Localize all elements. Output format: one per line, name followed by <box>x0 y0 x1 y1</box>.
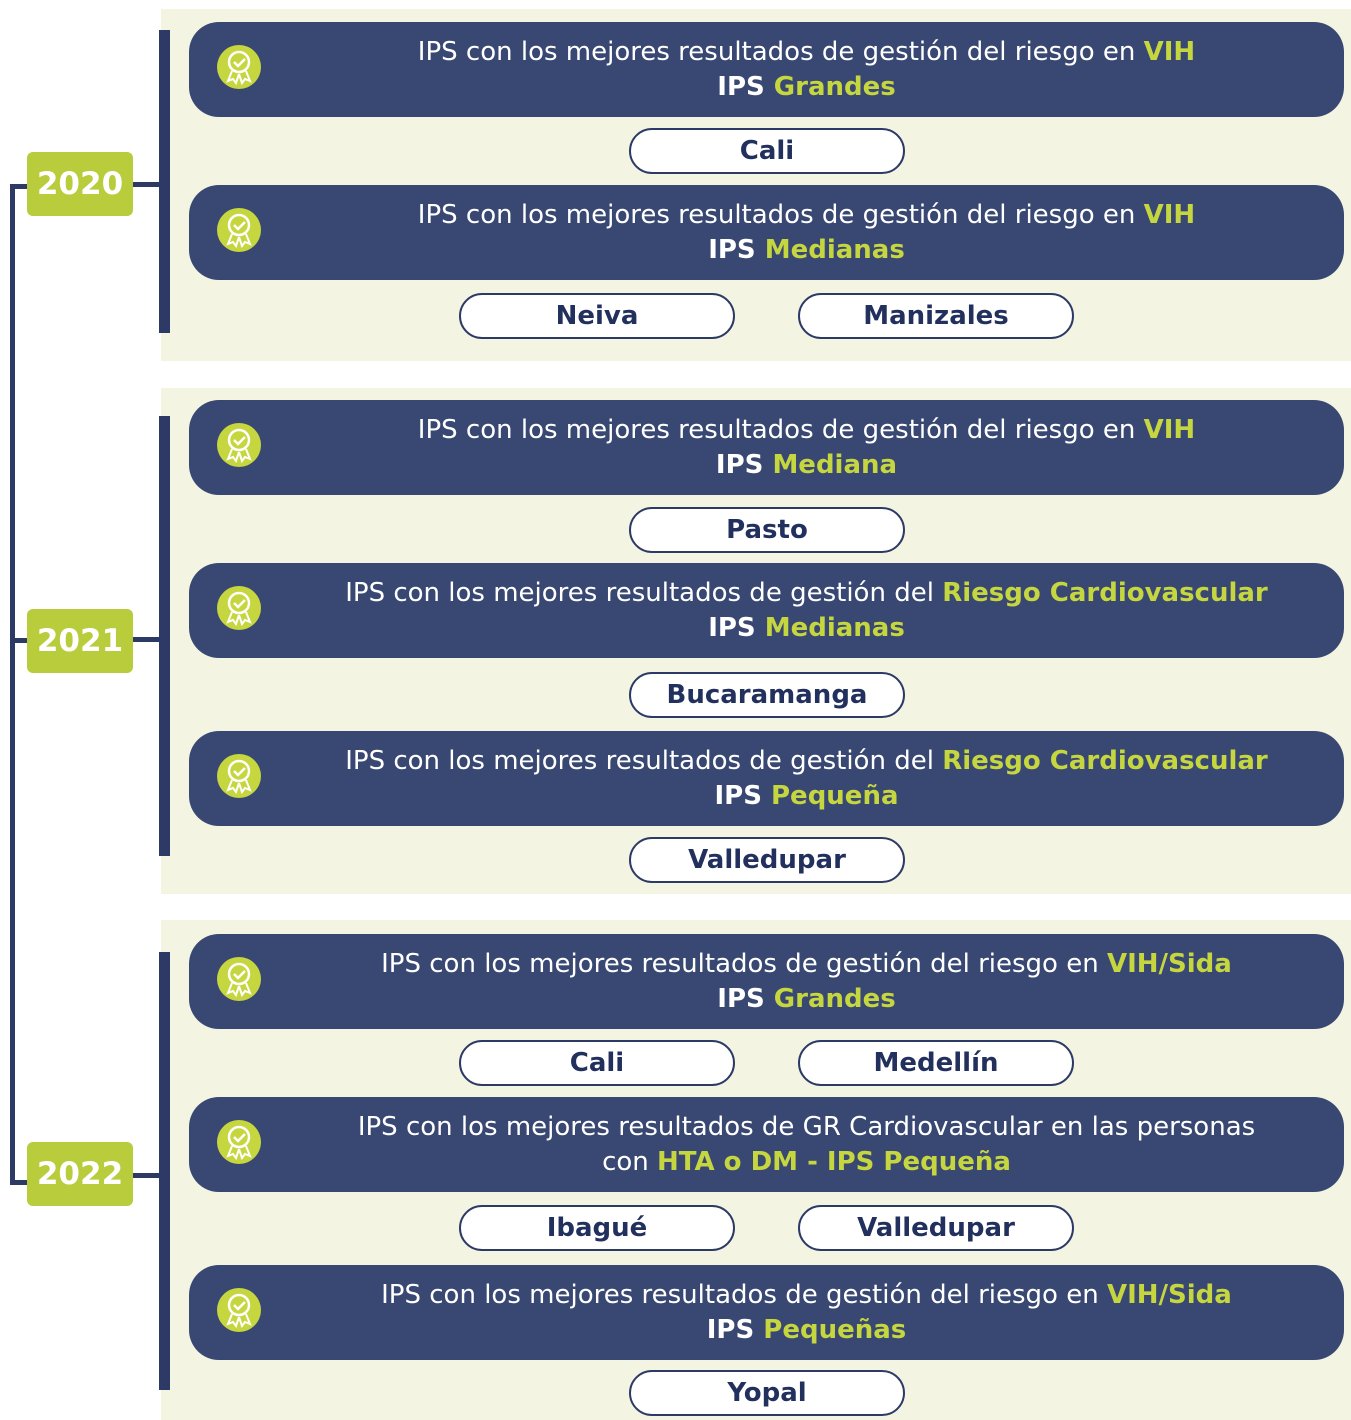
bracket-2022 <box>159 952 170 1390</box>
bracket-2020 <box>159 30 170 333</box>
award-line1-highlight: VIH/Sida <box>1106 948 1232 979</box>
award-line2-highlight: Pequeña <box>771 780 899 811</box>
award-badge-icon <box>217 1288 261 1332</box>
award-badge-icon <box>217 1120 261 1164</box>
award-line1-text: IPS con los mejores resultados de gestió… <box>381 1279 1107 1310</box>
award-line2-text: IPS <box>717 983 774 1014</box>
year-badge-2020: 2020 <box>27 152 133 216</box>
award-line1-highlight: VIH <box>1143 414 1196 445</box>
city-pill: Cali <box>459 1040 735 1086</box>
award-card: IPS con los mejores resultados de gestió… <box>189 185 1344 280</box>
timeline-connector-2021-right <box>130 637 163 642</box>
city-pill: Medellín <box>798 1040 1074 1086</box>
year-badge-2022: 2022 <box>27 1142 133 1206</box>
award-line1-highlight: Riesgo Cardiovascular <box>942 745 1268 776</box>
award-line1-text: IPS con los mejores resultados de GR Car… <box>357 1111 1256 1142</box>
award-line2-text: IPS <box>715 449 773 480</box>
award-line2-text: con <box>602 1146 658 1177</box>
award-line1-highlight: Riesgo Cardiovascular <box>942 577 1268 608</box>
city-pill: Valledupar <box>798 1205 1074 1251</box>
award-line1-text: IPS con los mejores resultados de gestió… <box>417 199 1144 230</box>
award-line1-text: IPS con los mejores resultados de gestió… <box>417 36 1144 67</box>
award-line2-text: IPS <box>717 71 774 102</box>
award-badge-icon <box>217 586 261 630</box>
award-line2-text: IPS <box>714 780 771 811</box>
city-pill: Yopal <box>629 1370 905 1416</box>
award-line1-text: IPS con los mejores resultados de gestió… <box>417 414 1144 445</box>
award-card: IPS con los mejores resultados de gestió… <box>189 22 1344 117</box>
award-badge-icon <box>217 45 261 89</box>
award-line1-highlight: VIH/Sida <box>1106 1279 1232 1310</box>
award-line2-text: IPS <box>706 1314 764 1345</box>
city-pill: Bucaramanga <box>629 672 905 718</box>
award-line1-text: IPS con los mejores resultados de gestió… <box>345 745 943 776</box>
award-badge-icon <box>217 754 261 798</box>
award-card: IPS con los mejores resultados de gestió… <box>189 934 1344 1029</box>
timeline-connector-2020-left <box>10 184 30 189</box>
bracket-2021 <box>159 416 170 856</box>
award-line2-highlight: Grandes <box>773 71 896 102</box>
award-card: IPS con los mejores resultados de gestió… <box>189 563 1344 658</box>
city-pill: Manizales <box>798 293 1074 339</box>
city-pill: Valledupar <box>629 837 905 883</box>
timeline-connector-2020-right <box>130 182 163 187</box>
award-line2-highlight: Medianas <box>764 612 905 643</box>
city-pill: Cali <box>629 128 905 174</box>
timeline-connector-2022-left <box>10 1180 30 1185</box>
timeline-connector-2021-left <box>10 638 30 643</box>
timeline-connector-2022-right <box>130 1173 163 1178</box>
award-line2-text: IPS <box>708 612 765 643</box>
city-pill: Ibagué <box>459 1205 735 1251</box>
award-line2-highlight: HTA o DM - IPS Pequeña <box>657 1146 1011 1177</box>
award-card: IPS con los mejores resultados de gestió… <box>189 731 1344 826</box>
award-line1-text: IPS con los mejores resultados de gestió… <box>381 948 1107 979</box>
award-card: IPS con los mejores resultados de GR Car… <box>189 1097 1344 1192</box>
year-badge-2021: 2021 <box>27 609 133 673</box>
award-line2-highlight: Medianas <box>764 234 905 265</box>
timeline-main-line <box>10 186 15 1184</box>
city-pill: Pasto <box>629 507 905 553</box>
award-line2-highlight: Pequeñas <box>763 1314 907 1345</box>
award-badge-icon <box>217 208 261 252</box>
award-line2-highlight: Grandes <box>773 983 896 1014</box>
city-pill: Neiva <box>459 293 735 339</box>
award-line2-text: IPS <box>708 234 765 265</box>
award-badge-icon <box>217 957 261 1001</box>
award-card: IPS con los mejores resultados de gestió… <box>189 400 1344 495</box>
award-line1-highlight: VIH <box>1143 199 1196 230</box>
award-badge-icon <box>217 423 261 467</box>
award-line2-highlight: Mediana <box>772 449 898 480</box>
award-line1-text: IPS con los mejores resultados de gestió… <box>345 577 943 608</box>
award-line1-highlight: VIH <box>1143 36 1196 67</box>
award-card: IPS con los mejores resultados de gestió… <box>189 1265 1344 1360</box>
